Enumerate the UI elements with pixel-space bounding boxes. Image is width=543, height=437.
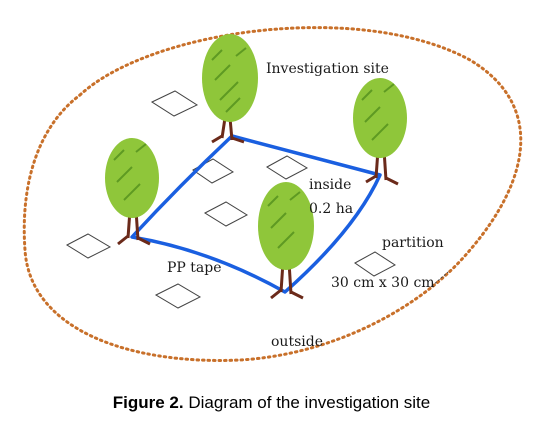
partition-square (266, 155, 309, 180)
figure-caption: Figure 2. Diagram of the investigation s… (0, 393, 543, 413)
label-investigation-site: Investigation site (266, 61, 389, 77)
caption-text: Diagram of the investigation site (183, 393, 431, 412)
label-outside: outside (271, 334, 323, 350)
tree-bottom (258, 182, 314, 300)
label-inside: inside (309, 177, 352, 193)
partition-square (65, 233, 112, 259)
label-partition-size: 30 cm x 30 cm (331, 275, 435, 291)
partition-square (154, 283, 202, 309)
label-area: 0.2 ha (309, 201, 354, 217)
partition-squares (65, 90, 396, 309)
partition-square (354, 251, 396, 277)
pp-tape-boundary (130, 134, 382, 294)
caption-prefix: Figure 2. (112, 393, 184, 412)
partition-square (203, 201, 249, 227)
tree-left (105, 138, 159, 246)
tree-top (202, 34, 258, 144)
partition-leader-line (431, 271, 449, 287)
tree-right (353, 78, 407, 186)
label-pp-tape: PP tape (167, 260, 222, 276)
site-boundary-dotted (22, 26, 523, 362)
partition-square (150, 90, 199, 117)
partition-square (192, 158, 234, 184)
label-partition: partition (382, 235, 444, 251)
